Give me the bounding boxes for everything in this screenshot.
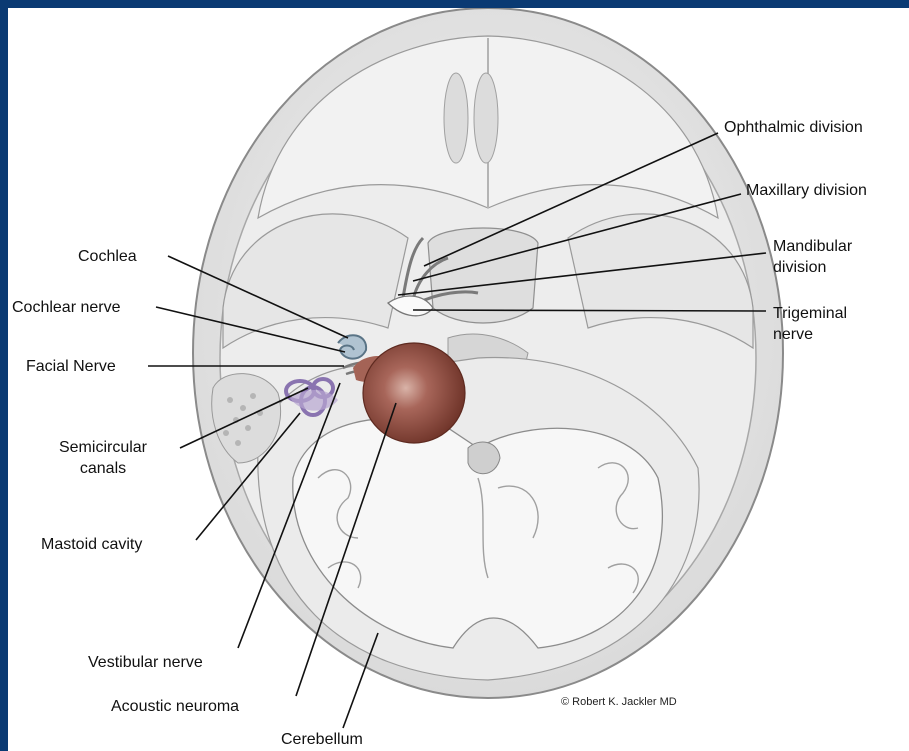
illustration-frame: Ophthalmic division Maxillary division M… (8, 8, 909, 751)
label-cochlear-nerve: Cochlear nerve (12, 298, 121, 317)
cochlea-shape (338, 335, 366, 358)
label-facial-nerve: Facial Nerve (26, 357, 116, 376)
leader-trigeminal (413, 310, 766, 311)
label-mandibular-line1: Mandibular (773, 237, 852, 256)
acoustic-neuroma-mass (363, 343, 465, 443)
label-semicircular-line2: canals (48, 459, 158, 478)
label-trigeminal-line2: nerve (773, 325, 813, 344)
label-maxillary-division: Maxillary division (746, 181, 867, 200)
label-cerebellum: Cerebellum (281, 730, 363, 749)
label-vestibular-nerve: Vestibular nerve (88, 653, 203, 672)
label-semicircular-line1: Semicircular (48, 438, 158, 457)
label-trigeminal-line1: Trigeminal (773, 304, 847, 323)
label-acoustic-neuroma: Acoustic neuroma (111, 697, 239, 716)
sella-turcica (428, 228, 538, 323)
label-mandibular-line2: division (773, 258, 826, 277)
label-ophthalmic-division: Ophthalmic division (724, 118, 863, 137)
cribriform-left (444, 73, 468, 163)
label-cochlea: Cochlea (78, 247, 137, 266)
cribriform-right (474, 73, 498, 163)
label-mastoid-cavity: Mastoid cavity (41, 535, 142, 554)
copyright-credit: © Robert K. Jackler MD (561, 696, 677, 708)
